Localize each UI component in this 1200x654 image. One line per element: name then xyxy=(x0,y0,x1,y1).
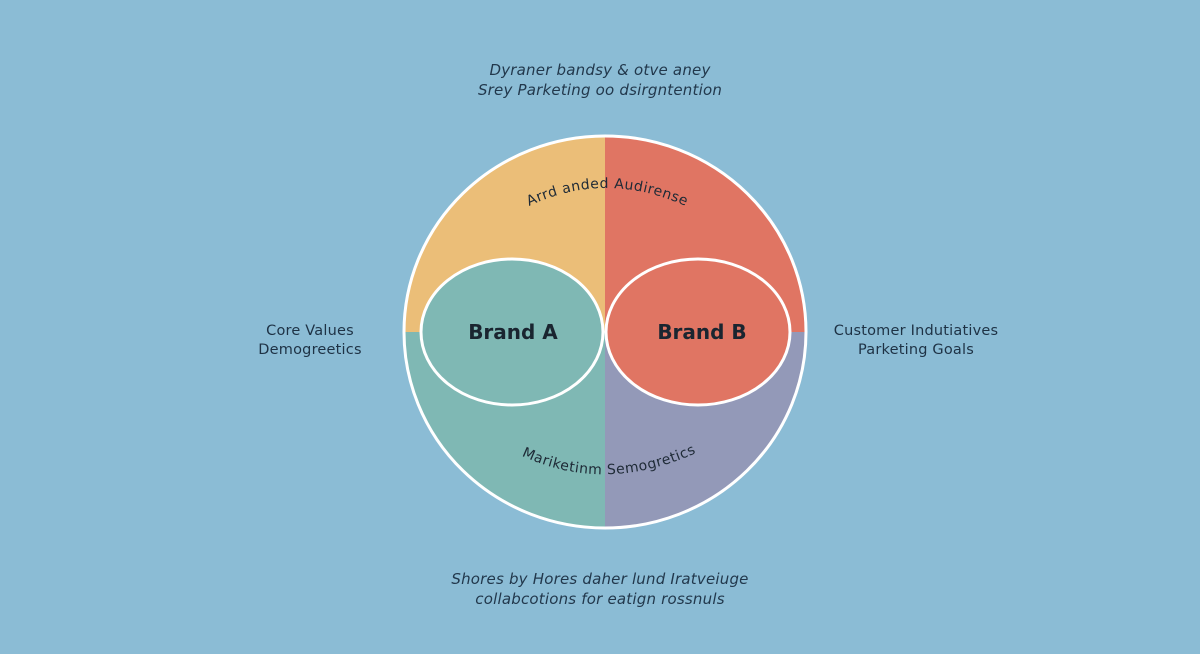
footer-caption: Shores by Hores daher lund Iratveiuge co… xyxy=(0,569,1200,609)
right-side-label: Customer Indutiatives Parketing Goals xyxy=(818,322,1014,360)
left-side-label: Core Values Demogreetics xyxy=(240,322,380,360)
header-caption-line-1: Dyraner bandsy & otve aney xyxy=(489,61,711,79)
footer-caption-line-1: Shores by Hores daher lund Iratveiuge xyxy=(451,570,749,588)
right-label-line-2: Parketing Goals xyxy=(857,342,975,358)
brand-a-label: Brand A xyxy=(468,320,558,344)
outer-circle-outline xyxy=(402,134,808,530)
brand-b-label: Brand B xyxy=(657,320,746,344)
footer-caption-line-2: collabcotions for eatign rossnuls xyxy=(475,590,725,608)
left-label-line-2: Demogreetics xyxy=(258,342,362,358)
header-caption-line-2: Srey Parketing oo dsirgntention xyxy=(477,81,723,99)
right-label-line-1: Customer Indutiatives xyxy=(833,323,999,339)
brand-b-circle[interactable] xyxy=(604,257,792,407)
left-label-line-1: Core Values xyxy=(266,323,354,339)
header-caption: Dyraner bandsy & otve aney Srey Parketin… xyxy=(0,60,1200,100)
brand-a-circle[interactable] xyxy=(419,257,605,407)
